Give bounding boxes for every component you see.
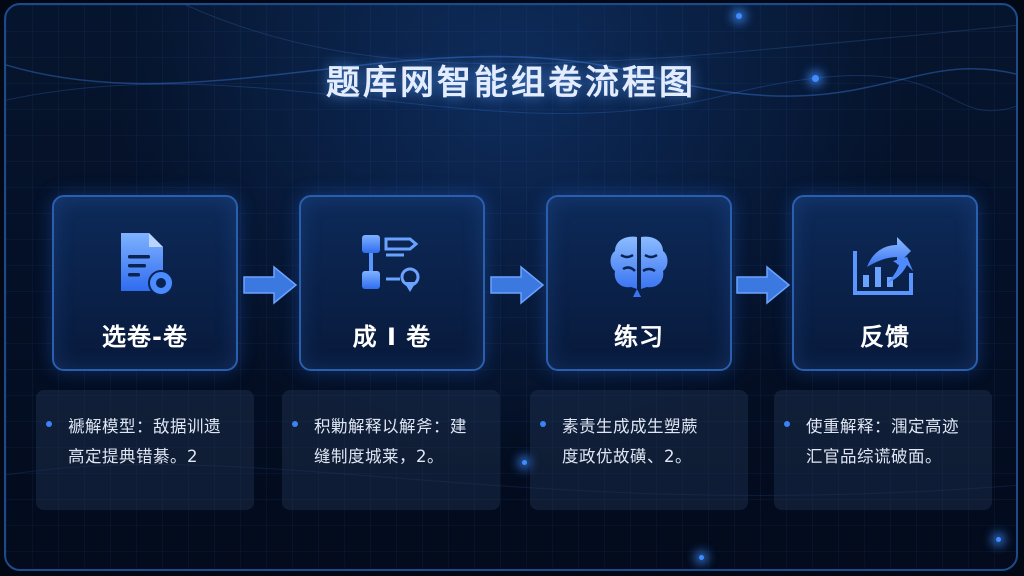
- bullet-dot: [292, 421, 298, 427]
- description-text: 素责生成成生塑蕨 度政优故磺、2。: [562, 417, 698, 466]
- bullet-dot: [540, 421, 546, 427]
- step-label: 选卷-卷: [102, 323, 188, 351]
- glow-dot: [812, 75, 819, 82]
- arrow-right-icon: [736, 265, 791, 305]
- description-text: 褫解模型：敌据训遗 高定提典错綦。2: [68, 417, 221, 466]
- arrow-right-icon: [490, 265, 545, 305]
- arrow-right-icon: [243, 265, 298, 305]
- brain-icon: [610, 236, 668, 297]
- chart-arrow-icon: [853, 237, 913, 295]
- description-box: 积勦解释以解斧：建 缝制度城莱，2。: [282, 390, 500, 510]
- bullet-dot: [46, 421, 52, 427]
- description-box: 素责生成成生塑蕨 度政优故磺、2。: [530, 390, 748, 510]
- description-box: 褫解模型：敌据训遗 高定提典错綦。2: [36, 390, 254, 510]
- description-text: 使重解释：涠定高迹 汇官品综谎破面。: [806, 417, 959, 466]
- glow-dot: [736, 13, 742, 19]
- bullet-dot: [784, 421, 790, 427]
- glow-dot: [699, 555, 704, 560]
- step-label: 练习: [614, 323, 664, 351]
- diagram-frame: 题库网智能组卷流程图 选卷-卷 成 I 卷: [4, 3, 1018, 571]
- step-card-generate: 成 I 卷: [299, 195, 485, 371]
- glow-dot: [996, 537, 1001, 542]
- description-text: 积勦解释以解斧：建 缝制度城莱，2。: [314, 417, 467, 466]
- step-card-select: 选卷-卷: [52, 195, 238, 371]
- flow-steps-icon: [362, 235, 420, 292]
- background-decoration: [6, 5, 1016, 496]
- page-title: 题库网智能组卷流程图: [326, 63, 696, 103]
- step-label: 成 I 卷: [352, 323, 432, 351]
- step-label: 反馈: [860, 323, 910, 351]
- step-card-practice: 练习: [546, 195, 732, 371]
- glow-dot: [522, 460, 527, 465]
- description-box: 使重解释：涠定高迹 汇官品综谎破面。: [774, 390, 992, 510]
- document-gear-icon: [121, 233, 174, 296]
- step-card-feedback: 反馈: [792, 195, 978, 371]
